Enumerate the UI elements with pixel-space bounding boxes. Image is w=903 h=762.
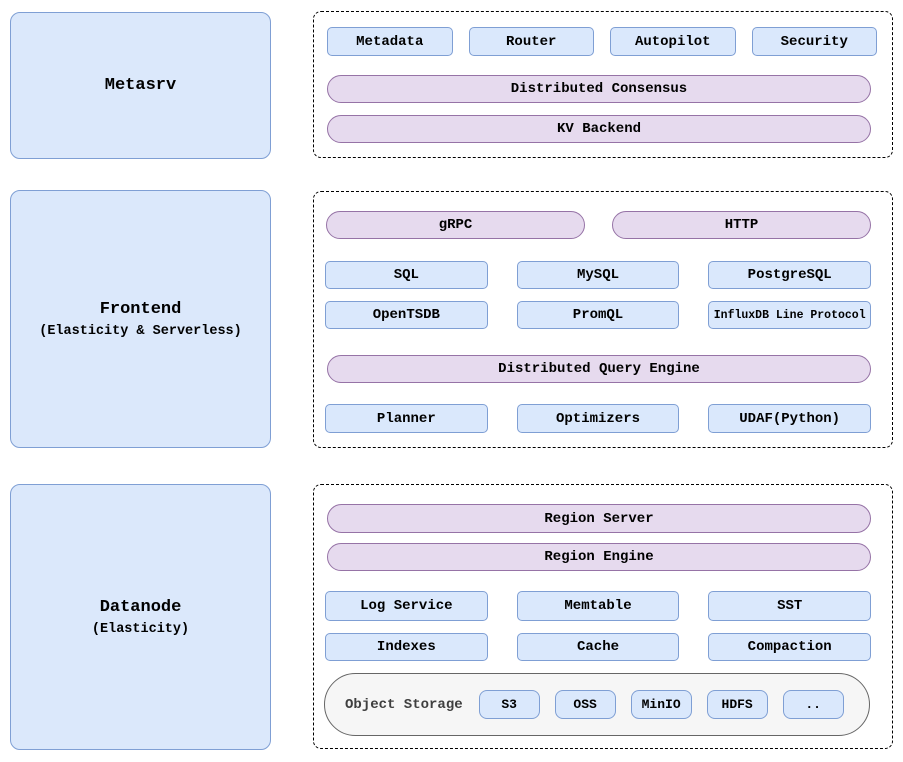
node-cache: Cache (516, 633, 680, 661)
node-optimizers: Optimizers (516, 404, 680, 433)
object-storage-group: Object Storage S3 OSS MinIO HDFS .. (324, 673, 870, 736)
node-security: Security (751, 27, 877, 56)
node-sql: SQL (325, 261, 488, 289)
section-label-datanode: Datanode (Elasticity) (10, 484, 271, 750)
pill-region-server: Region Server (327, 504, 871, 533)
node-autopilot: Autopilot (610, 27, 736, 56)
datanode-storage-parts-row: Log Service Memtable SST (325, 591, 872, 621)
section-title: Metasrv (104, 76, 177, 95)
node-hdfs: HDFS (706, 690, 768, 719)
node-memtable: Memtable (516, 591, 680, 621)
pill-distributed-consensus: Distributed Consensus (327, 75, 871, 103)
metasrv-group: Metadata Router Autopilot Security Distr… (313, 11, 893, 158)
node-other-storage: .. (782, 690, 844, 719)
metasrv-components-row: Metadata Router Autopilot Security (327, 27, 877, 56)
node-s3: S3 (478, 690, 540, 719)
node-minio: MinIO (630, 690, 692, 719)
node-oss: OSS (554, 690, 616, 719)
frontend-query-languages-row: SQL MySQL PostgreSQL (325, 261, 872, 289)
frontend-engine-parts-row: Planner Optimizers UDAF(Python) (325, 404, 872, 433)
node-metadata: Metadata (327, 27, 453, 56)
node-influxdb-line-protocol: InfluxDB Line Protocol (708, 301, 872, 329)
node-promql: PromQL (516, 301, 680, 329)
node-log-service: Log Service (325, 591, 488, 621)
node-router: Router (468, 27, 594, 56)
node-planner: Planner (325, 404, 488, 433)
pill-http: HTTP (612, 211, 871, 239)
section-subtitle: (Elasticity) (91, 621, 190, 637)
frontend-protocols-row: OpenTSDB PromQL InfluxDB Line Protocol (325, 301, 872, 329)
frontend-group: gRPC HTTP SQL MySQL PostgreSQL OpenTSDB … (313, 191, 893, 448)
datanode-internals-row: Indexes Cache Compaction (325, 633, 872, 661)
node-compaction: Compaction (708, 633, 872, 661)
pill-region-engine: Region Engine (327, 543, 871, 571)
node-indexes: Indexes (325, 633, 488, 661)
frontend-protocol-pills-row: gRPC HTTP (326, 211, 871, 239)
node-postgresql: PostgreSQL (708, 261, 872, 289)
section-label-metasrv: Metasrv (10, 12, 271, 159)
pill-distributed-query-engine: Distributed Query Engine (327, 355, 871, 383)
section-subtitle: (Elasticity & Serverless) (39, 323, 242, 339)
pill-grpc: gRPC (326, 211, 585, 239)
node-mysql: MySQL (516, 261, 680, 289)
datanode-group: Region Server Region Engine Log Service … (313, 484, 893, 749)
section-title: Frontend (99, 299, 182, 319)
section-title: Datanode (99, 597, 182, 617)
node-sst: SST (708, 591, 872, 621)
object-storage-label: Object Storage (345, 696, 463, 713)
pill-kv-backend: KV Backend (327, 115, 871, 143)
section-label-frontend: Frontend (Elasticity & Serverless) (10, 190, 271, 448)
node-udaf-python: UDAF(Python) (708, 404, 872, 433)
node-opentsdb: OpenTSDB (325, 301, 488, 329)
